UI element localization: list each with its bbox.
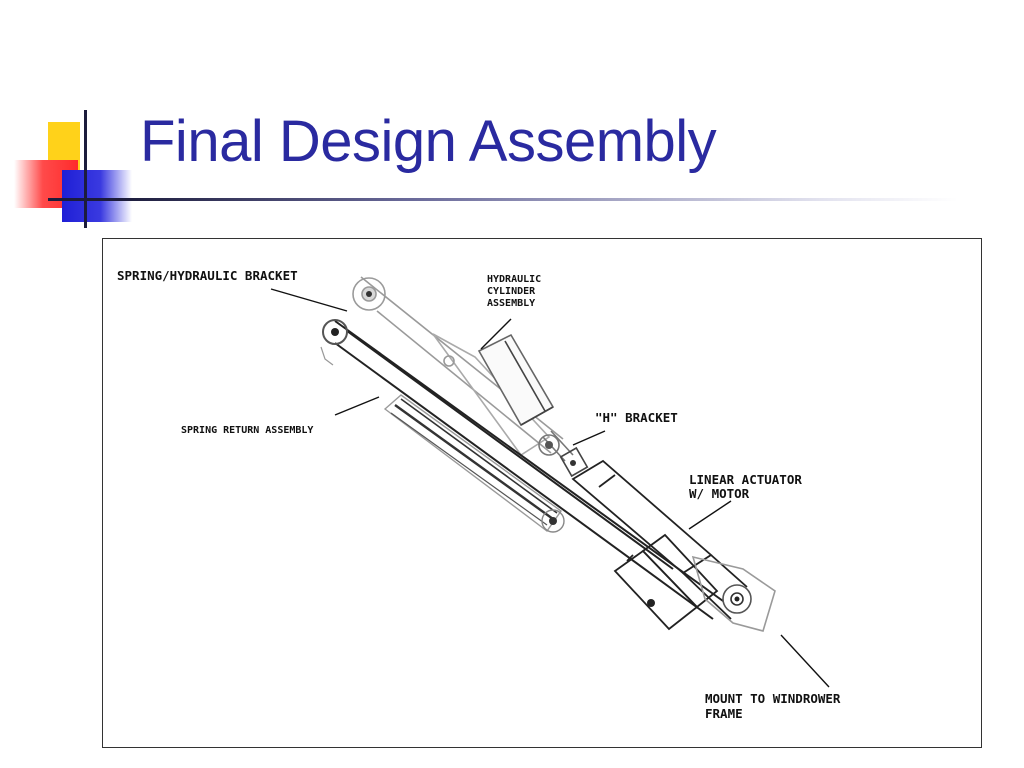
label-hydraulic-line3: ASSEMBLY — [487, 298, 535, 309]
label-linear-actuator-line1: LINEAR ACTUATOR — [689, 472, 802, 487]
label-h-bracket: "H" BRACKET — [595, 410, 678, 425]
hydraulic-arm — [352, 276, 564, 454]
label-hydraulic-line1: HYDRAULIC — [487, 274, 541, 285]
frame-mount — [691, 555, 776, 632]
label-linear-actuator-line2: W/ MOTOR — [689, 486, 750, 501]
label-spring-return-assembly: SPRING RETURN ASSEMBLY — [181, 425, 313, 436]
label-mount-line2: FRAME — [705, 706, 743, 721]
label-mount-line1: MOUNT TO WINDROWER — [705, 691, 841, 706]
actuator-motor — [613, 533, 719, 631]
assembly-diagram: SPRING/HYDRAULIC BRACKET HYDRAULIC CYLIN… — [102, 238, 982, 748]
h-bracket — [538, 434, 589, 478]
linear-actuator — [571, 459, 748, 620]
spring-return-assembly — [383, 394, 565, 533]
label-hydraulic-line2: CYLINDER — [487, 286, 536, 297]
leader-lines — [270, 288, 830, 688]
vertical-accent-line — [84, 110, 87, 228]
page-title: Final Design Assembly — [140, 109, 717, 174]
hydraulic-cylinder — [432, 333, 574, 462]
label-spring-hydraulic-bracket: SPRING/HYDRAULIC BRACKET — [117, 268, 298, 283]
main-link-arms — [320, 319, 724, 620]
assembly-drawing: SPRING/HYDRAULIC BRACKET HYDRAULIC CYLIN… — [117, 268, 841, 721]
blue-accent-square — [62, 170, 132, 222]
title-underline — [48, 198, 958, 201]
